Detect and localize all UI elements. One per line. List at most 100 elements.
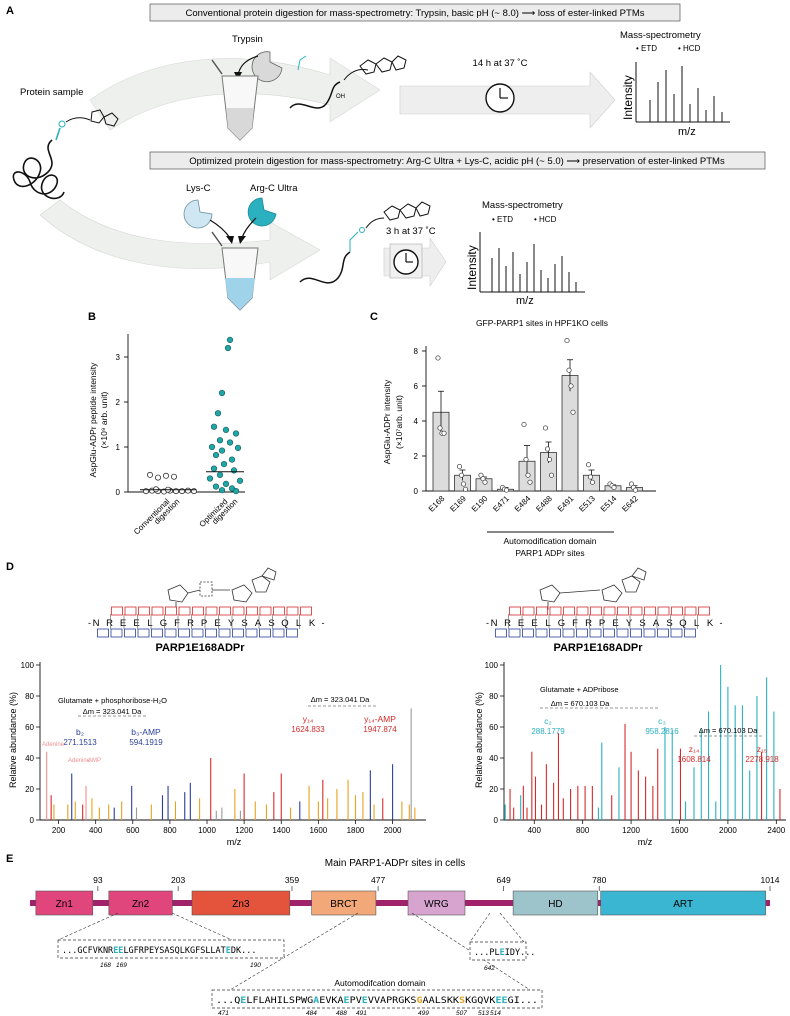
panelb-dot-optimized: [222, 426, 230, 434]
panelc-bar-E491: [561, 375, 579, 492]
fragment-top-box: [232, 606, 245, 616]
panel-label-b: B: [88, 311, 96, 323]
domain-brct: [311, 890, 377, 916]
panelc-dot: [523, 456, 529, 463]
zn2-pos-168: 168: [100, 962, 111, 969]
domain-label-brct: BRCT: [330, 899, 357, 910]
fragment-top-box: [590, 606, 602, 616]
panelb-dot-optimized: [210, 465, 218, 472]
panelb-dot-optimized: [226, 336, 234, 344]
automod-sequence-box: [211, 989, 543, 1009]
panelc-dot: [441, 430, 447, 436]
fragment-bottom-box: [124, 628, 136, 638]
fragment-top-box: [300, 606, 312, 616]
panelb-dot-optimized: [208, 443, 216, 451]
left-b2-label: b₂: [76, 727, 84, 737]
fragment-bottom-box: [684, 628, 696, 638]
lysc-arrow: [209, 219, 231, 239]
fragment-top-box: [205, 606, 218, 616]
ms-hcd-optimized: • HCD: [534, 215, 557, 224]
panelc-tick-label: 8: [414, 347, 419, 356]
panelc-category-label: E642: [620, 494, 640, 514]
panelb-dot-optimized: [232, 430, 240, 437]
left-adenine-2: Adenine: [68, 758, 91, 764]
fragment-bottom-box: [232, 628, 244, 638]
hd-sequence-box: [469, 941, 527, 961]
spectrum-x-tick-label: 400: [528, 826, 542, 835]
right-c2-label: c₂: [544, 716, 552, 726]
zn2-sequence: ...GCFVKNREELGFRPEYSASQLKGFSLLATEDK...: [62, 946, 257, 956]
panelc-category-label: E190: [470, 494, 490, 514]
fragment-top-box: [246, 606, 258, 616]
left-b2-mz: 271.1513: [63, 738, 97, 747]
sequence-residue: A: [255, 618, 262, 629]
panelb-dot-optimized: [212, 483, 220, 490]
panele-title: Main PARP1-ADPr sites in cells: [325, 858, 465, 869]
position-label: 477: [371, 875, 385, 885]
fragment-top-box: [549, 606, 562, 616]
sequence-residue: L: [694, 618, 699, 629]
conventional-peptide-icon: [289, 55, 407, 109]
panelb-tick-label: 2: [116, 398, 121, 407]
sequence-residue: R: [504, 618, 511, 629]
fragment-top-box: [111, 606, 123, 616]
lysc-arrowhead: [226, 236, 234, 244]
adpr-structure-right: [539, 567, 647, 610]
fragment-top-box: [522, 606, 535, 616]
domain-label-hd: HD: [548, 899, 562, 910]
left-dm1: Δm = 323.041 Da: [83, 707, 142, 716]
automod-position-label: 471: [218, 1010, 229, 1016]
sequence-residue: F: [174, 618, 180, 629]
automod-box-title: Automodifcation domain: [334, 978, 425, 988]
lysc-enzyme-icon: [183, 199, 213, 229]
spectrum-y-tick-label: 40: [25, 754, 34, 763]
spectrum-left-xlabel: m/z: [227, 837, 242, 847]
fragment-top-box: [657, 606, 670, 616]
fragment-bottom-box: [535, 628, 548, 638]
zn2-sequence-box: [57, 939, 285, 959]
panelc-category-label: E514: [599, 494, 619, 514]
panelb-dot-optimized: [214, 410, 222, 417]
fragment-top-box: [576, 606, 589, 616]
panelc-dot: [587, 474, 594, 480]
sequence-residue: S: [639, 618, 645, 629]
panelb-dot-optimized: [218, 447, 226, 454]
panelc-dot: [632, 487, 639, 493]
spectrum-x-tick-label: 600: [126, 826, 140, 835]
sequence-residue: R: [106, 618, 113, 629]
panelc-dot: [611, 484, 617, 491]
fragment-top-box: [617, 606, 629, 616]
spectrum-y-tick-label: 100: [485, 661, 499, 670]
fragment-top-box: [536, 606, 548, 616]
sequence-residue: S: [241, 618, 247, 629]
position-label: 203: [171, 875, 185, 885]
left-adenine-1: Adenine: [42, 742, 65, 748]
panelc-dot: [521, 421, 527, 428]
spectrum-x-tick-label: 400: [89, 826, 103, 835]
fragment-bottom-box: [522, 628, 534, 638]
automod-position-label: 491: [356, 1010, 367, 1016]
fragment-top-box: [630, 606, 643, 616]
sequence-residue: E: [214, 618, 220, 629]
right-glu-label: Glutamate + ADPribose: [540, 685, 619, 694]
ms-title-conventional: Mass-spectrometry: [620, 30, 701, 41]
panelc-category-label: E491: [556, 494, 576, 514]
panelb-dot-optimized: [228, 456, 236, 463]
panelb-dot-optimized: [218, 487, 226, 494]
panelb-dot-optimized: [236, 477, 244, 484]
sequence-dash-end: -: [720, 618, 723, 628]
domain-label-zn1: Zn1: [56, 899, 74, 910]
spectrum-left-ylabel: Relative abundance (%): [8, 692, 18, 788]
left-b3-label: b₃-AMP: [131, 727, 161, 737]
automod-position-label: 514: [490, 1010, 501, 1016]
position-label: 359: [285, 875, 299, 885]
tube-optimized-icon: [211, 231, 259, 311]
spectrum-x-tick-label: 1600: [309, 826, 327, 835]
ms-mz-conventional: m/z: [678, 126, 696, 138]
automod-position-label: 488: [336, 1010, 347, 1016]
panelc-dot: [546, 456, 553, 463]
fragment-bottom-box: [589, 628, 602, 638]
